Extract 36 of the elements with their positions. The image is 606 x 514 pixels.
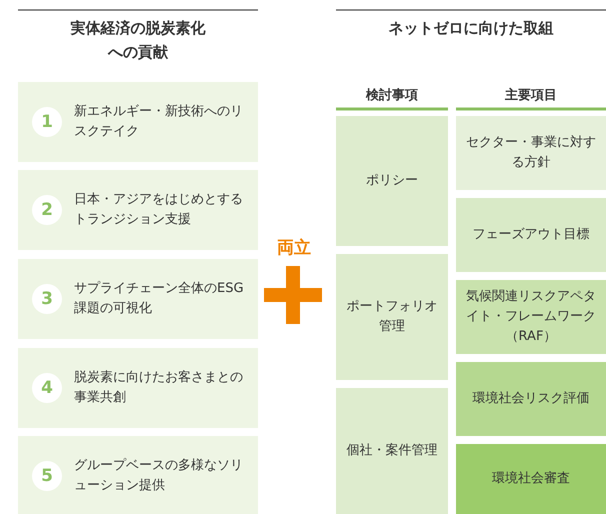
item-text: 個社・案件管理 [346,442,438,460]
column-header: 検討事項 [364,87,419,104]
step-card [18,436,258,514]
step-number: 4 [32,373,62,403]
step-card [18,170,258,250]
step-text: グループベースの多様なソリューション提供 [74,456,244,495]
compatibility-label: 両立 [276,237,312,259]
step-text: 新エネルギー・新技術へのリスクテイク [74,102,244,141]
step-number: 3 [32,284,62,314]
step-text: サプライチェーン全体のESG課題の可視化 [74,280,244,318]
table-cell-card [456,198,606,272]
item-text: ポートフォリオ管理 [346,298,438,336]
table-cell-card [456,116,606,190]
item-text: 気候関連リスクアペタイト・フレームワーク（RAF） [465,288,597,346]
item-text: 環境社会リスク評価 [472,390,590,408]
step-card [18,82,258,162]
table-cell-card [336,254,448,380]
step-number: 5 [32,461,62,491]
step-card [18,348,258,428]
table-cell-card [456,444,606,514]
step-text: 日本・アジアをはじめとするトランジション支援 [74,190,244,229]
column-header: 主要項目 [504,86,558,104]
item-text: ポリシー [366,172,418,190]
section-heading: ネットゼロに向けた取組 [388,18,554,39]
item-text: セクター・事業に対する方針 [465,134,597,172]
table-cell-card [336,116,448,246]
step-number: 1 [32,107,62,137]
table-cell-card [456,280,606,354]
item-text: フェーズアウト目標 [472,226,590,244]
section-heading: 実体経済の脱炭素化への貢献 [70,18,206,63]
step-number: 2 [32,195,62,225]
step-text: 脱炭素に向けたお客さまとの事業共創 [74,368,244,407]
step-card [18,259,258,339]
table-cell-card [456,362,606,436]
table-cell-card [336,388,448,514]
item-text: 環境社会審査 [492,470,570,488]
